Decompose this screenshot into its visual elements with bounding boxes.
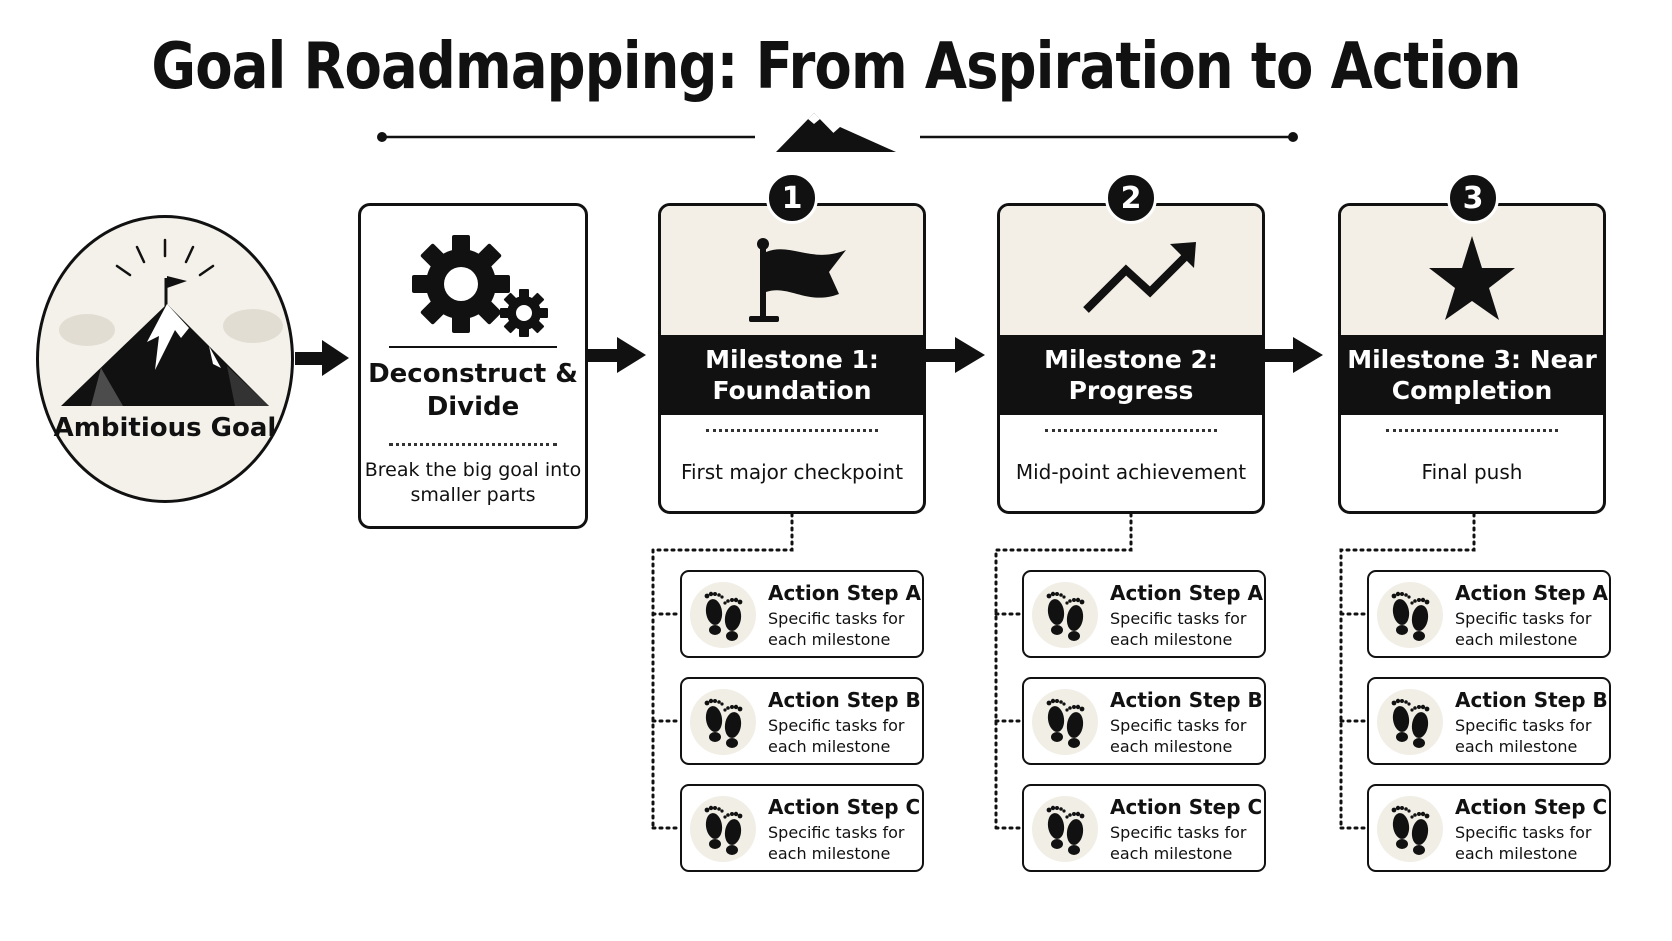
milestone-title: Milestone 3: Near Completion: [1341, 335, 1603, 415]
milestone-badge-3: 3: [1447, 172, 1499, 224]
tree-connector-m2: [994, 512, 1133, 830]
action-step-description: Specific tasks for each milestone: [1455, 609, 1592, 649]
milestone-icon-area: [1000, 206, 1262, 335]
action-step-title: Action Step B: [1455, 688, 1608, 712]
action-step-description: Specific tasks for each milestone: [768, 716, 905, 756]
milestone-title: Milestone 1: Foundation: [661, 335, 923, 415]
arrow-deconstruct-to-m1: [588, 337, 646, 373]
action-step-description: Specific tasks for each milestone: [768, 609, 905, 649]
arrow-m1-to-m2: [926, 337, 985, 373]
action-step-description: Specific tasks for each milestone: [1110, 716, 1247, 756]
footprints-icon: [690, 582, 756, 648]
star-icon: [1429, 236, 1515, 320]
footprints-icon: [1032, 796, 1098, 862]
goal-label: Ambitious Goal: [53, 413, 277, 443]
mountain-icon: [776, 113, 896, 152]
action-step-card-m2-a: Action Step A Specific tasks for each mi…: [1022, 570, 1266, 658]
action-step-description: Specific tasks for each milestone: [768, 823, 905, 863]
deconstruct-dots: [389, 443, 557, 446]
arrow-goal-to-deconstruct: [295, 340, 349, 376]
deconstruct-title: Deconstruct & Divide: [368, 359, 578, 422]
milestone-card-2: Milestone 2: Progress Mid-point achievem…: [997, 203, 1265, 514]
action-step-card-m2-b: Action Step B Specific tasks for each mi…: [1022, 677, 1266, 765]
tree-connector-m3: [1339, 512, 1476, 830]
footprints-icon: [1032, 582, 1098, 648]
action-step-card-m3-b: Action Step B Specific tasks for each mi…: [1367, 677, 1611, 765]
action-step-title: Action Step A: [1455, 581, 1608, 605]
footprints-icon: [1377, 689, 1443, 755]
action-step-card-m1-c: Action Step C Specific tasks for each mi…: [680, 784, 924, 872]
milestone-badge-2: 2: [1105, 172, 1157, 224]
deconstruct-divider: [389, 346, 557, 348]
action-step-description: Specific tasks for each milestone: [1455, 716, 1592, 756]
action-step-description: Specific tasks for each milestone: [1110, 609, 1247, 649]
milestone-dots: [1386, 429, 1558, 432]
action-step-card-m1-a: Action Step A Specific tasks for each mi…: [680, 570, 924, 658]
milestone-icon-area: [1341, 206, 1603, 335]
footprints-icon: [690, 796, 756, 862]
milestone-description: Mid-point achievement: [1015, 459, 1247, 484]
trend-up-icon: [1083, 242, 1196, 313]
action-step-title: Action Step B: [768, 688, 921, 712]
mountain-flag-icon: [59, 238, 283, 406]
action-step-description: Specific tasks for each milestone: [1455, 823, 1592, 863]
action-step-title: Action Step B: [1110, 688, 1263, 712]
footprints-icon: [690, 689, 756, 755]
milestone-badge-1: 1: [766, 172, 818, 224]
tree-connector-m1: [651, 512, 794, 830]
action-step-description: Specific tasks for each milestone: [1110, 823, 1247, 863]
milestone-dots: [1045, 429, 1217, 432]
milestone-dots: [706, 429, 878, 432]
action-step-title: Action Step C: [1110, 795, 1263, 819]
goal-node: [36, 215, 294, 503]
action-step-card-m1-b: Action Step B Specific tasks for each mi…: [680, 677, 924, 765]
milestone-icon-area: [661, 206, 923, 335]
milestone-description: Final push: [1421, 459, 1523, 484]
page-title: Goal Roadmapping: From Aspiration to Act…: [151, 30, 1521, 104]
action-step-card-m2-c: Action Step C Specific tasks for each mi…: [1022, 784, 1266, 872]
footprints-icon: [1377, 796, 1443, 862]
action-step-card-m3-c: Action Step C Specific tasks for each mi…: [1367, 784, 1611, 872]
flag-icon: [749, 238, 846, 322]
deconstruct-description: Break the big goal into smaller parts: [364, 459, 582, 506]
milestone-card-1: Milestone 1: Foundation First major chec…: [658, 203, 926, 514]
milestone-card-3: Milestone 3: Near Completion Final push: [1338, 203, 1606, 514]
footprints-icon: [1032, 689, 1098, 755]
action-step-title: Action Step C: [1455, 795, 1608, 819]
milestone-title: Milestone 2: Progress: [1000, 335, 1262, 415]
action-step-title: Action Step C: [768, 795, 921, 819]
milestone-description: First major checkpoint: [680, 459, 904, 484]
arrow-m2-to-m3: [1264, 337, 1323, 373]
gears-icon: [412, 235, 548, 337]
action-step-title: Action Step A: [1110, 581, 1263, 605]
title-divider: [377, 113, 1298, 152]
deconstruct-card: [358, 203, 588, 529]
action-step-title: Action Step A: [768, 581, 921, 605]
action-step-card-m3-a: Action Step A Specific tasks for each mi…: [1367, 570, 1611, 658]
footprints-icon: [1377, 582, 1443, 648]
